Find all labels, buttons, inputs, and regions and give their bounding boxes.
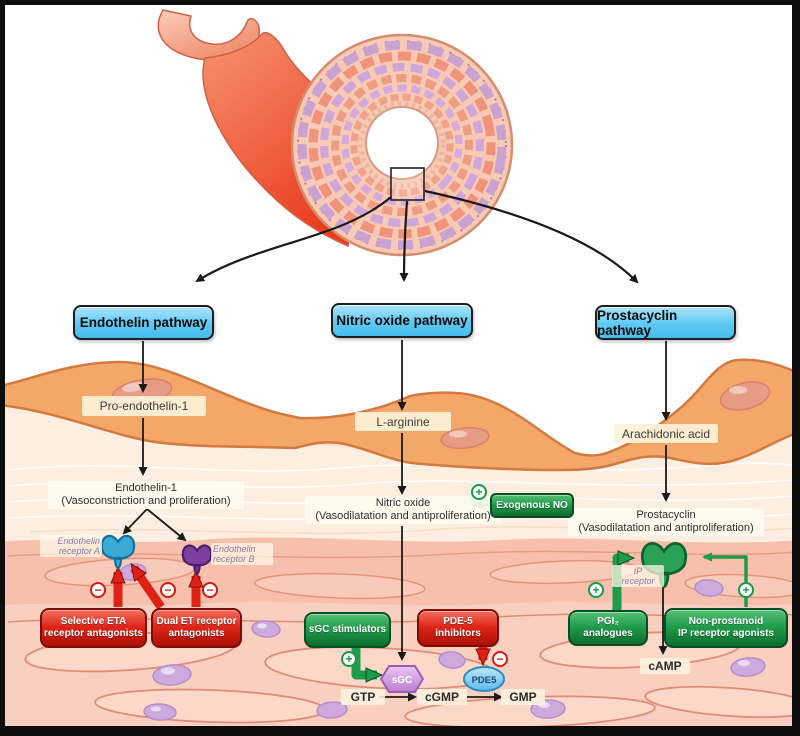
sgc-enzyme-label: sGC — [392, 675, 413, 686]
non-prostanoid-agonists-box: Non-prostanoid IP receptor agonists — [664, 608, 788, 648]
endothelin-pathway-title: Endothelin pathway — [79, 315, 208, 330]
selective-eta-antagonists-box: Selective ETA receptor antagonists — [40, 608, 147, 648]
prostacyclin-effect: (Vasodilatation and antiproliferation) — [578, 522, 754, 534]
prostacyclin-name: Prostacyclin — [636, 509, 696, 521]
pde5-inhibitors-box: PDE-5 inhibitors — [417, 609, 499, 647]
nitric-oxide-pathway-title-box: Nitric oxide pathway — [331, 303, 473, 338]
magnified-region-box — [390, 167, 425, 201]
nitric-oxide-pathway-title: Nitric oxide pathway — [336, 313, 468, 328]
sgc-enzyme-badge: sGC — [380, 665, 424, 693]
artery-cross-section — [157, 9, 639, 284]
gtp-label: GTP — [341, 689, 385, 705]
camp-label: cAMP — [640, 658, 690, 674]
endothelin-receptor-b-icon — [181, 544, 213, 575]
pgi2-analogues-box: PGI₂ analogues — [568, 610, 648, 646]
endothelin-1-name: Endothelin-1 — [115, 482, 177, 494]
plus-sign-pgi2: + — [588, 582, 604, 598]
inhibition-arrows — [110, 562, 491, 667]
pde5-enzyme-label: PDE5 — [472, 675, 498, 686]
nitric-oxide-label: Nitric oxide (Vasodilatation and antipro… — [305, 496, 501, 524]
plus-sign-sgc: + — [341, 651, 357, 667]
plus-sign-exogenous-no: + — [471, 484, 487, 500]
endothelin-receptor-a-label: Endothelin receptor A — [40, 535, 102, 557]
arachidonic-acid-label: Arachidonic acid — [614, 424, 718, 443]
endothelin-receptor-a-icon — [100, 534, 136, 570]
plus-sign-non-prostanoid: + — [738, 582, 754, 598]
minus-sign-receptor-a: − — [90, 582, 106, 598]
pde5-enzyme-badge: PDE5 — [463, 666, 505, 692]
ip-receptor-label: IP receptor — [612, 565, 664, 587]
dual-et-antagonists-box: Dual ET receptor antagonists — [151, 608, 242, 648]
endothelin-receptor-b-label: Endothelin receptor B — [211, 543, 273, 565]
endothelin-pathway-title-box: Endothelin pathway — [73, 305, 214, 340]
endothelin-1-label: Endothelin-1 (Vasoconstriction and proli… — [48, 481, 244, 509]
exogenous-no-box: Exogenous NO — [490, 493, 574, 518]
minus-sign-pde5: − — [492, 651, 508, 667]
leader-arrows — [195, 189, 639, 284]
minus-sign-dual-a: − — [160, 582, 176, 598]
prostacyclin-label: Prostacyclin (Vasodilatation and antipro… — [568, 508, 764, 536]
nitric-oxide-name: Nitric oxide — [375, 497, 431, 509]
vessel-tail-curl — [157, 9, 260, 61]
prostacyclin-pathway-title: Prostacyclin pathway — [597, 307, 678, 338]
prostacyclin-pathway-title-box: Prostacyclin pathway — [595, 305, 736, 340]
sgc-stimulators-box: sGC stimulators — [304, 612, 391, 648]
gmp-label: GMP — [501, 689, 545, 705]
pathway-flow-arrows — [122, 340, 671, 702]
endothelin-1-effect: (Vasoconstriction and proliferation) — [61, 495, 231, 507]
pro-endothelin-label: Pro-endothelin-1 — [82, 396, 206, 416]
vessel-lumen — [365, 106, 439, 180]
cgmp-label: cGMP — [417, 689, 467, 705]
minus-sign-receptor-b: − — [202, 582, 218, 598]
nitric-oxide-effect: (Vasodilatation and antiproliferation) — [315, 510, 491, 522]
l-arginine-label: L-arginine — [355, 412, 451, 431]
